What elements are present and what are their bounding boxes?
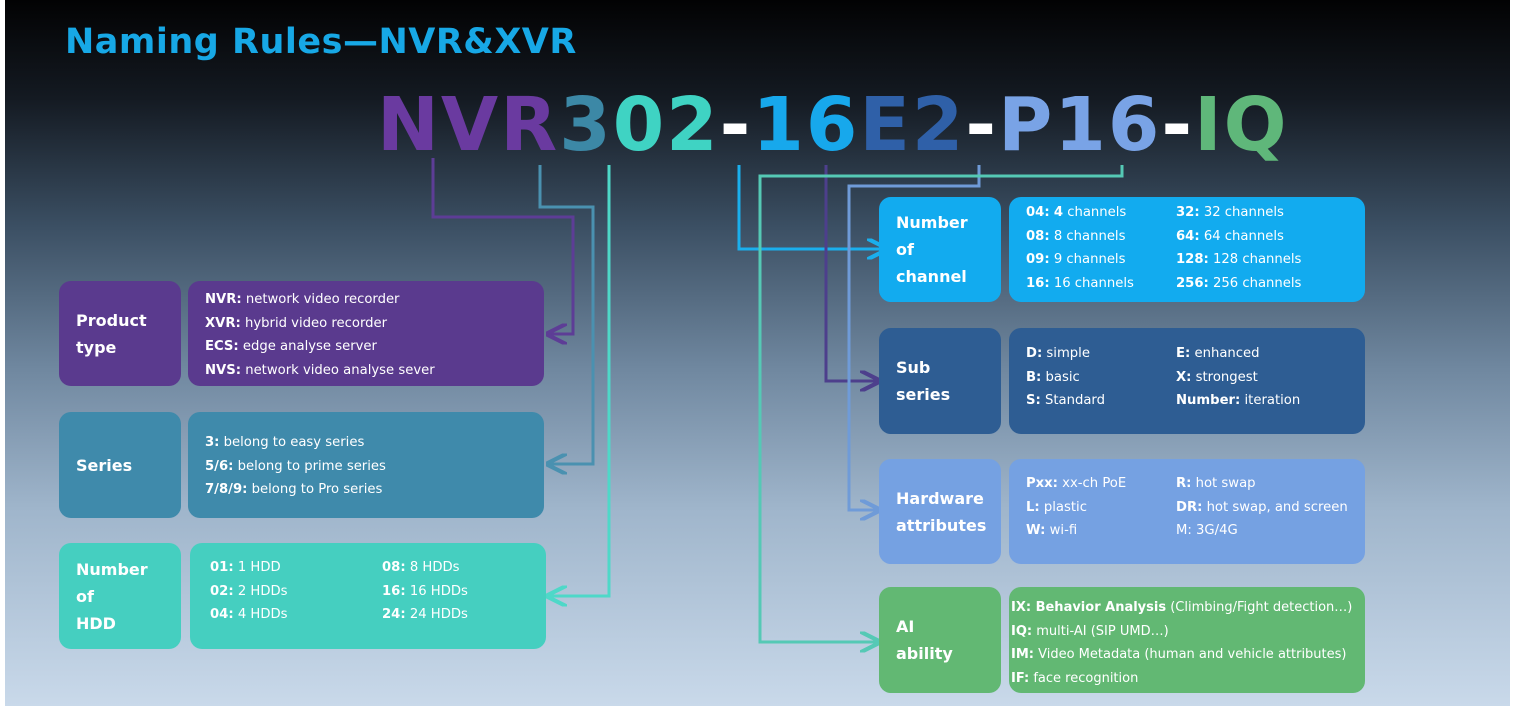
list-item: 256: 256 channels <box>1176 275 1302 291</box>
list-item: NVS: network video analyse sever <box>205 362 435 378</box>
list-item: 16: 16 channels <box>1026 275 1134 291</box>
connector-hdd <box>548 165 611 596</box>
connector-series <box>538 165 595 464</box>
list-item: 04: 4 HDDs <box>210 607 288 622</box>
ai-desc-box: IX: Behavior Analysis (Climbing/Fight de… <box>1009 587 1365 693</box>
series-label: Series <box>76 455 133 475</box>
list-item: ECS: edge analyse server <box>205 339 377 354</box>
hardware-desc-box: Pxx: xx-ch PoE L: plastic W: wi-fi R: ho… <box>1009 459 1365 564</box>
list-item: Number: iteration <box>1176 393 1301 408</box>
list-item: DR: hot swap, and screen <box>1176 499 1348 515</box>
slide: Naming Rules—NVR&XVR NVR302-16E2-P16-IQ … <box>5 0 1510 706</box>
product-type-label-box: Product type <box>59 281 181 386</box>
list-item: IX: Behavior Analysis (Climbing/Fight de… <box>1011 600 1353 615</box>
list-item: 08: 8 HDDs <box>382 560 460 575</box>
hdd-label-box: Number of HDD <box>59 543 181 649</box>
list-item: 16: 16 HDDs <box>382 583 468 599</box>
code-segment: E2 <box>859 82 966 168</box>
list-item: M: 3G/4G <box>1176 523 1238 538</box>
channel-desc-box: 04: 4 channels 08: 8 channels 09: 9 chan… <box>1009 197 1365 302</box>
list-item: E: enhanced <box>1176 346 1260 361</box>
series-label-box: Series <box>59 412 181 518</box>
list-item: 32: 32 channels <box>1176 205 1284 220</box>
sub-series-desc-box: D: simple B: basic S: Standard E: enhanc… <box>1009 328 1365 434</box>
sub-series-label-box: Sub series <box>879 328 1001 434</box>
model-code: NVR302-16E2-P16-IQ <box>377 88 1289 162</box>
list-item: 09: 9 channels <box>1026 252 1126 267</box>
product-type-desc-box: NVR: network video recorder XVR: hybrid … <box>188 281 544 386</box>
series-desc-box: 3: belong to easy series 5/6: belong to … <box>188 412 544 518</box>
list-item: W: wi-fi <box>1026 523 1078 538</box>
list-item: IQ: multi-AI (SIP UMD…) <box>1011 623 1169 639</box>
list-item: 24: 24 HDDs <box>382 607 468 622</box>
list-item: L: plastic <box>1026 499 1087 515</box>
list-item: 64: 64 channels <box>1176 228 1284 244</box>
code-segment: - <box>719 82 753 168</box>
list-item: 128: 128 channels <box>1176 252 1302 267</box>
list-item: NVR: network video recorder <box>205 292 400 307</box>
list-item: B: basic <box>1026 369 1080 385</box>
code-segment: P16 <box>998 82 1162 168</box>
list-item: IF: face recognition <box>1011 670 1139 686</box>
product-type-label: Product type <box>76 310 147 357</box>
code-segment: - <box>965 82 999 168</box>
list-item: 3: belong to easy series <box>205 435 365 450</box>
code-segment: 02 <box>612 82 720 168</box>
code-segment: 3 <box>559 82 613 168</box>
list-item: D: simple <box>1026 346 1090 361</box>
code-segment: - <box>1161 82 1195 168</box>
hardware-label: Hardware attributes <box>896 488 987 535</box>
ai-label-box: AI ability <box>879 587 1001 693</box>
list-item: 04: 4 channels <box>1026 205 1127 220</box>
channel-label: Number of channel <box>896 213 968 286</box>
list-item: 02: 2 HDDs <box>210 583 288 599</box>
code-segment: 16 <box>752 82 860 168</box>
list-item: 7/8/9: belong to Pro series <box>205 482 383 497</box>
list-item: 5/6: belong to prime series <box>205 458 386 474</box>
hdd-label: Number of HDD <box>76 559 148 633</box>
code-segment: IQ <box>1194 82 1289 168</box>
ai-label: AI ability <box>896 617 953 663</box>
list-item: Pxx: xx-ch PoE <box>1026 476 1127 491</box>
list-item: IM: Video Metadata (human and vehicle at… <box>1011 647 1347 662</box>
list-item: XVR: hybrid video recorder <box>205 315 388 331</box>
sub-series-label: Sub series <box>896 358 951 404</box>
page-title: Naming Rules—NVR&XVR <box>65 22 577 62</box>
list-item: 01: 1 HDD <box>210 560 281 575</box>
channel-label-box: Number of channel <box>879 197 1001 302</box>
hdd-desc-box: 01: 1 HDD 02: 2 HDDs 04: 4 HDDs 08: 8 HD… <box>190 543 546 649</box>
connector-sub-series <box>824 165 879 381</box>
list-item: 08: 8 channels <box>1026 228 1126 244</box>
hardware-label-box: Hardware attributes <box>879 459 1001 564</box>
list-item: X: strongest <box>1176 369 1258 385</box>
list-item: S: Standard <box>1026 393 1105 408</box>
list-item: R: hot swap <box>1176 476 1256 491</box>
connector-channel <box>737 165 886 249</box>
code-segment: NVR <box>377 82 560 168</box>
